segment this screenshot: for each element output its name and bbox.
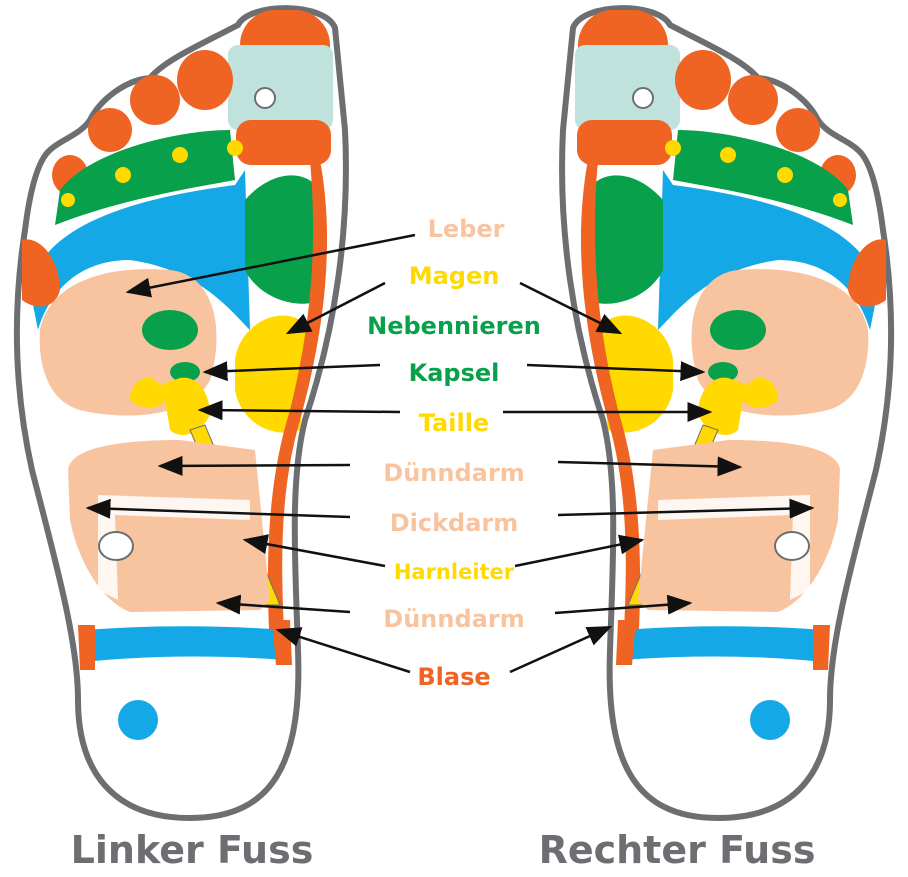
arrow-magen-left — [285, 281, 386, 335]
arrow-duenndarm-right — [557, 456, 743, 477]
title-right-foot: Rechter Fuss — [539, 828, 816, 872]
arrow-dickdarm-right — [557, 498, 815, 519]
arrow-harnleiter-right — [514, 534, 645, 568]
arrow-kapsel-left — [202, 361, 381, 382]
arrow-kapsel-right — [526, 361, 706, 382]
right-arrows — [503, 281, 815, 674]
arrow-duenndarm-left — [157, 455, 351, 476]
arrow-dickdarm-left — [85, 498, 351, 519]
arrow-magen-right — [519, 281, 623, 335]
label-nebennieren: Nebennieren — [367, 312, 541, 340]
title-left-foot: Linker Fuss — [71, 828, 314, 872]
left-foot — [17, 8, 346, 818]
label-taille: Taille — [419, 409, 489, 437]
label-leber: Leber — [428, 215, 505, 243]
label-duenndarm: Dünndarm — [383, 459, 524, 487]
label-duenndarm-2: Dünndarm — [383, 605, 524, 633]
label-magen: Magen — [409, 262, 500, 290]
arrow-harnleiter-left — [242, 534, 386, 568]
label-dickdarm: Dickdarm — [390, 509, 519, 537]
arrow-duenndarm2-right — [554, 594, 693, 615]
label-kapsel: Kapsel — [409, 359, 500, 387]
arrow-taille-left — [197, 400, 401, 421]
arrow-blase-right — [509, 625, 613, 674]
arrow-duenndarm2-left — [215, 594, 351, 615]
left-arrows — [85, 233, 416, 674]
arrow-blase-left — [275, 627, 411, 674]
label-harnleiter: Harnleiter — [394, 560, 515, 584]
arrow-leber-left — [125, 233, 416, 298]
label-blase: Blase — [417, 663, 490, 691]
